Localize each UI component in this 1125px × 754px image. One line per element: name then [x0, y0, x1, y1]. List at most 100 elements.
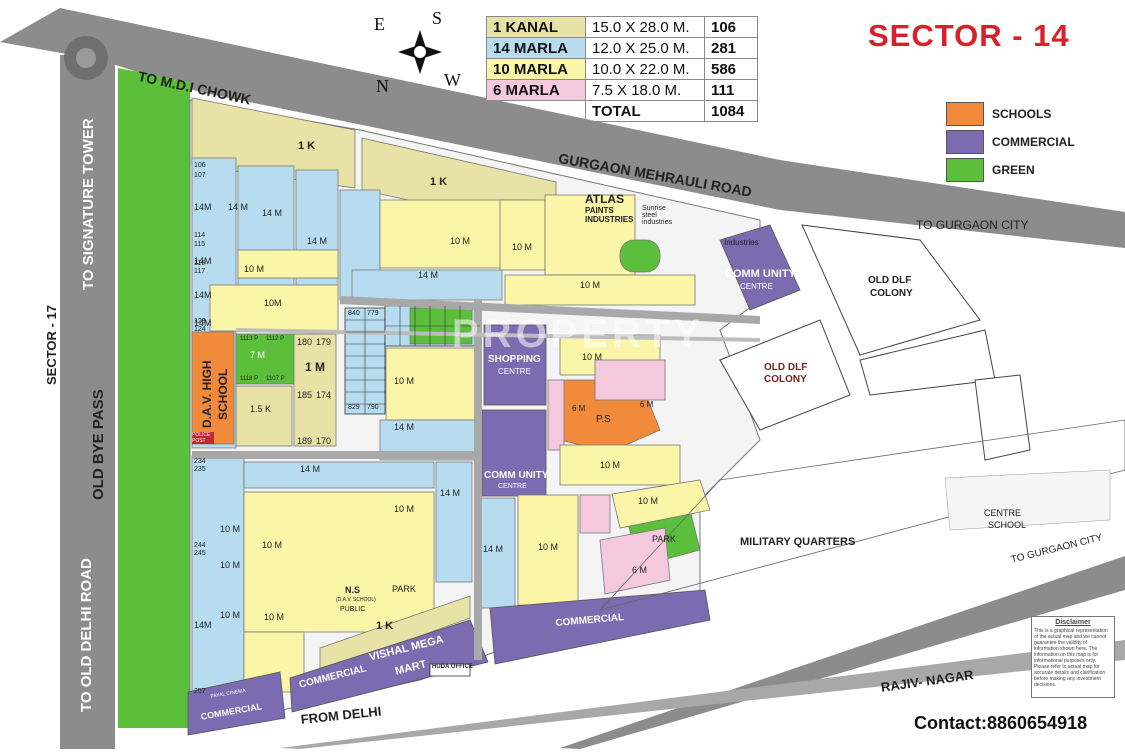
place-park-1: PARK [392, 584, 416, 594]
place-shopping: SHOPPING [488, 354, 541, 365]
place-ps: P.S [596, 414, 611, 425]
block-label: 14M [194, 620, 212, 630]
block-label: 14 M [418, 270, 439, 280]
plot-number: 107 [194, 172, 206, 179]
place-community-top: COMM UNITY [725, 268, 796, 280]
total-label: TOTAL [585, 100, 705, 122]
plot-category: 10 MARLA [486, 58, 586, 80]
place-military: MILITARY QUARTERS [740, 536, 856, 548]
plot-size-row: 6 MARLA 7.5 X 18.0 M. 111 [486, 79, 758, 101]
place-ns-school-sub: (D.A.V. SCHOOL) [336, 597, 376, 603]
plot-size-row: 1 KANAL 15.0 X 28.0 M. 106 [486, 16, 758, 38]
plot-number: 185 [297, 390, 313, 400]
road-rajiv [280, 640, 1125, 749]
place-ns-school-sub2: PUBLIC [340, 606, 366, 613]
block-label: 14 M [228, 202, 249, 212]
road-mehrauli [0, 8, 1125, 248]
place-atlas-sub: PAINTS INDUSTRIES [585, 206, 634, 224]
plot-number: 257 [194, 688, 206, 695]
place-old-dlf-1-sub: COLONY [870, 288, 913, 299]
block-label: 14 M [262, 208, 283, 218]
place-atlas: ATLAS [585, 192, 625, 206]
plot-number: 840 [348, 310, 360, 317]
plot-number: 170 [316, 436, 332, 446]
block-label: 10 M [220, 610, 241, 620]
plot-dimensions: 7.5 X 18.0 M. [585, 79, 705, 101]
block-label: 10 M [244, 264, 265, 274]
place-community-top-sub: CENTRE [740, 282, 773, 291]
compass-s: S [432, 8, 443, 28]
block-label: 14M [194, 202, 212, 212]
plot-number: 123 [194, 318, 206, 325]
road-label-gurgaon-top: TO GURGAON CITY [916, 218, 1029, 232]
legend-label: GREEN [992, 163, 1035, 177]
plot-number: 174 [316, 390, 332, 400]
plot-dimensions: 10.0 X 22.0 M. [585, 58, 705, 80]
block-label: 10 M [580, 280, 601, 290]
compass-w: W [444, 70, 461, 90]
block-label: 10 M [538, 542, 559, 552]
plot-size-table: 1 KANAL 15.0 X 28.0 M. 106 14 MARLA 12.0… [486, 16, 758, 122]
plot-number: 114 [194, 232, 206, 239]
plot-number: 779 [367, 310, 379, 317]
place-dav-school: D.A.V. HIGH [200, 360, 214, 428]
plot-number: 116 [194, 260, 206, 267]
road-label-old-delhi: TO OLD DELHI ROAD [78, 558, 95, 712]
plot-count: 586 [704, 58, 758, 80]
block-label: 14 M [307, 236, 328, 246]
block-label: 1 M [305, 360, 326, 374]
block-label: 10 M [600, 460, 621, 470]
place-centre-school: CENTRE [984, 508, 1022, 518]
place-police-post: POLICE POST [192, 432, 214, 444]
plot-number: 829 [348, 404, 360, 411]
block-label: 1 K [430, 176, 448, 188]
block-label: 14 M [300, 464, 321, 474]
block-label: 1 K [376, 620, 394, 632]
place-centre-school-sub: SCHOOL [988, 520, 1027, 530]
disclaimer-box: Disclaimer This is a graphical represent… [1031, 616, 1115, 698]
legend-swatch [946, 130, 984, 154]
plot-number: 1118 P [240, 376, 259, 382]
place-shopping-sub: CENTRE [498, 367, 531, 376]
map-title: SECTOR - 14 [868, 18, 1070, 53]
block-label: 6 M [640, 400, 654, 409]
plot-number: 234 [194, 458, 206, 465]
plot-number: 106 [194, 162, 206, 169]
block-label: 10 M [512, 242, 533, 252]
road-label-sector17: SECTOR - 17 [44, 305, 59, 385]
compass-n: N [376, 76, 389, 96]
block-label: 10 M [582, 352, 603, 362]
place-dav-school-sub: SCHOOL [216, 368, 230, 420]
road-label-signature: TO SIGNATURE TOWER [80, 118, 97, 290]
place-park-2: PARK [652, 534, 676, 544]
plot-dimensions: 15.0 X 28.0 M. [585, 16, 705, 38]
map-legend: SCHOOLS COMMERCIAL GREEN [946, 100, 1075, 184]
legend-label: SCHOOLS [992, 107, 1052, 121]
plot-number: 115 [194, 241, 206, 248]
block-label: 10 M [262, 540, 283, 550]
legend-label: COMMERCIAL [992, 135, 1075, 149]
plot-dimensions: 12.0 X 25.0 M. [585, 37, 705, 59]
plot-number: 179 [316, 337, 332, 347]
place-old-dlf-1: OLD DLF [868, 275, 912, 286]
legend-swatch [946, 158, 984, 182]
plot-number: 244 [194, 542, 206, 549]
plot-number: 235 [194, 466, 206, 473]
plot-number: 180 [297, 337, 313, 347]
plot-number: 1107 P [266, 376, 285, 382]
total-count: 1084 [704, 100, 758, 122]
block-label: 10 M [638, 496, 659, 506]
plot-category: 6 MARLA [486, 79, 586, 101]
disclaimer-heading: Disclaimer [1055, 619, 1091, 626]
compass-rose: E S N W [368, 8, 468, 100]
place-industries: Industries [724, 238, 759, 247]
block-label: 10 M [220, 524, 241, 534]
plot-count: 106 [704, 16, 758, 38]
block-label: 14M [194, 256, 212, 266]
plot-category: 1 KANAL [486, 16, 586, 38]
green-belt-left [118, 68, 190, 728]
plot-count: 281 [704, 37, 758, 59]
plot-number: 124 [194, 326, 206, 333]
place-community-mid: COMM UNITY [484, 470, 549, 481]
